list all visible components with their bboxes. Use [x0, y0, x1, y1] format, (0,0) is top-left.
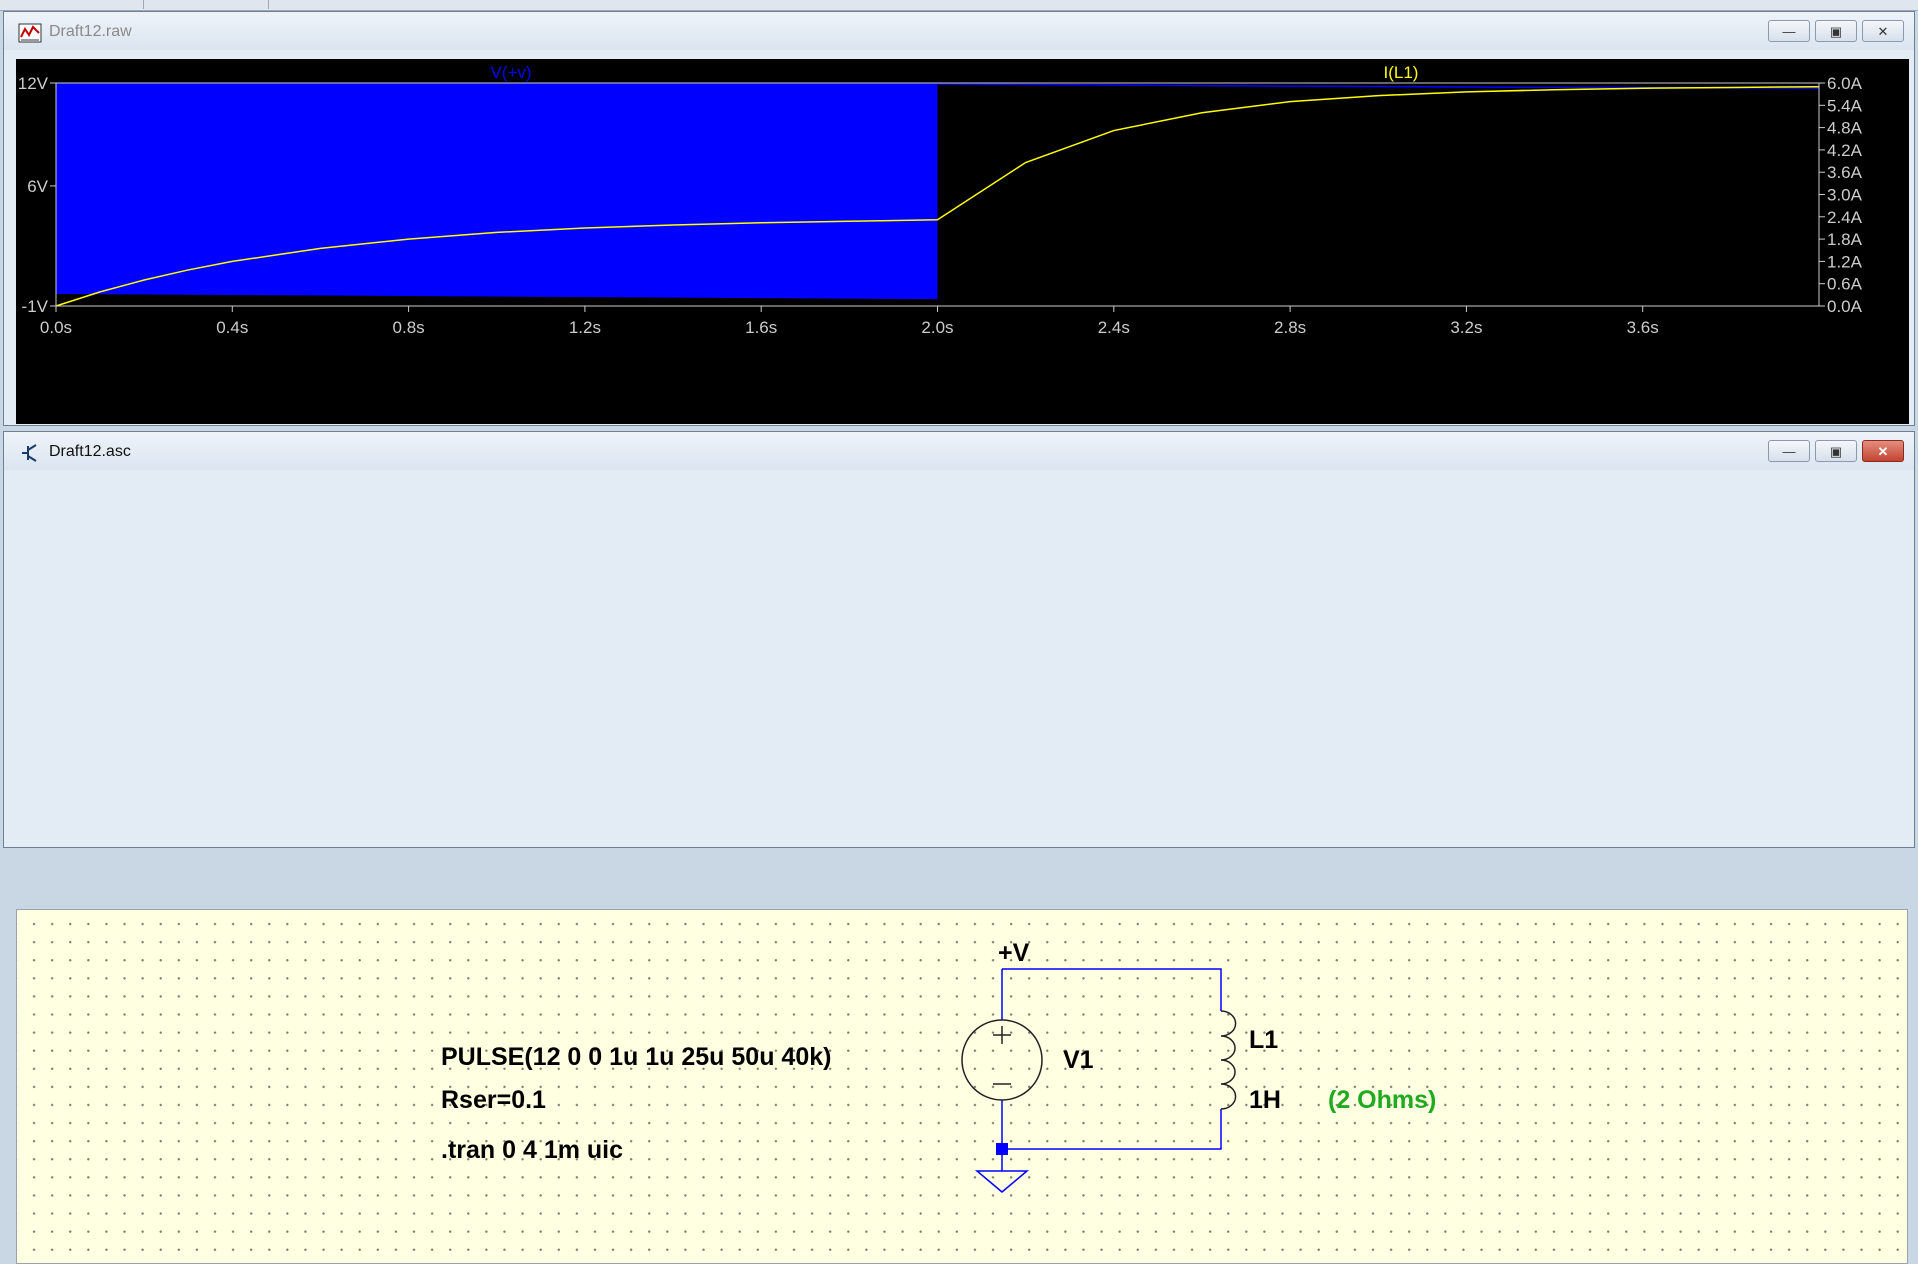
left-tick-label: 6V: [27, 177, 48, 196]
schematic-window-controls: — ▣ ✕: [1768, 440, 1904, 462]
right-tick-label: 4.2A: [1827, 141, 1863, 160]
right-tick-label: 5.4A: [1827, 96, 1863, 115]
ground-icon[interactable]: [974, 1170, 1030, 1193]
inductor-value-label[interactable]: 1H: [1249, 1086, 1281, 1114]
wires[interactable]: [1001, 968, 1222, 1171]
source-value-line1[interactable]: PULSE(12 0 0 1u 1u 25u 50u 40k): [441, 1043, 831, 1071]
right-tick-label: 6.0A: [1827, 74, 1863, 93]
schematic-app-icon: [22, 444, 37, 462]
top-strip-tab[interactable]: [143, 0, 269, 9]
top-strip: [0, 0, 1918, 11]
maximize-icon: ▣: [1829, 23, 1843, 39]
maximize-icon: ▣: [1829, 443, 1843, 459]
schematic-drawing[interactable]: +V V1 PULSE(12 0 0 1u 1u 25u 50u 40k) Rs…: [17, 910, 1907, 1263]
top-strip-tab[interactable]: [0, 0, 144, 9]
maximize-button[interactable]: ▣: [1815, 440, 1857, 462]
x-tick-label: 0.8s: [393, 318, 425, 337]
waveform-window-title: Draft12.raw: [49, 23, 132, 40]
legend-i-l1: I(L1): [1384, 63, 1419, 82]
left-tick-label: -1V: [22, 297, 49, 316]
series-v-plus-v-band: [56, 83, 938, 300]
x-tick-label: 0.0s: [40, 318, 72, 337]
waveform-titlebar[interactable]: Draft12.raw — ▣ ✕: [4, 12, 1914, 50]
schematic-window-title: Draft12.asc: [49, 443, 131, 460]
right-tick-label: 2.4A: [1827, 208, 1863, 227]
schematic-window: Draft12.asc — ▣ ✕: [3, 431, 1915, 1264]
waveform-plot[interactable]: 0.0s 0.4s 0.8s 1.2s 1.6s 2.0s 2.4s 2.8s 3.2s 3.6s…: [16, 59, 1909, 424]
x-tick-label: 3.6s: [1627, 318, 1659, 337]
close-icon: ✕: [1877, 23, 1889, 39]
ground-node[interactable]: [996, 1143, 1008, 1155]
legend-v-plus-v: V(+v): [490, 63, 531, 82]
net-label-plus-v[interactable]: +V: [998, 939, 1030, 967]
right-tick-label: 3.0A: [1827, 186, 1863, 205]
waveform-app-icon: [18, 23, 42, 43]
wire-top[interactable]: [1002, 968, 1222, 1011]
source-name-label[interactable]: V1: [1063, 1046, 1094, 1074]
x-tick-label: 1.2s: [569, 318, 601, 337]
maximize-button[interactable]: ▣: [1815, 20, 1857, 42]
schematic-titlebar[interactable]: Draft12.asc — ▣ ✕: [4, 432, 1914, 470]
wire-bottom[interactable]: [1002, 1109, 1222, 1150]
schematic-canvas[interactable]: +V V1 PULSE(12 0 0 1u 1u 25u 50u 40k) Rs…: [16, 909, 1908, 1264]
right-tick-label: 1.2A: [1827, 252, 1863, 271]
waveform-window: Draft12.raw — ▣ ✕ 0.0s 0.4s 0.8s 1.2s 1.6s 2.…: [3, 11, 1915, 426]
right-tick-label: 3.6A: [1827, 163, 1863, 182]
x-tick-label: 2.4s: [1098, 318, 1130, 337]
close-button[interactable]: ✕: [1862, 20, 1904, 42]
x-tick-label: 1.6s: [745, 318, 777, 337]
right-tick-label: 1.8A: [1827, 230, 1863, 249]
right-tick-label: 0.0A: [1827, 297, 1863, 316]
right-tick-label: 0.6A: [1827, 275, 1863, 294]
series-i-l1-line: [55, 85, 1820, 307]
inductor-name-label[interactable]: L1: [1249, 1026, 1278, 1054]
minimize-icon: —: [1782, 23, 1796, 39]
tran-directive[interactable]: .tran 0 4 1m uic: [441, 1136, 623, 1164]
x-tick-label: 3.2s: [1450, 318, 1482, 337]
voltage-source-v1[interactable]: [961, 1019, 1043, 1101]
close-button[interactable]: ✕: [1862, 440, 1904, 462]
minimize-icon: —: [1782, 443, 1796, 459]
right-tick-label: 4.8A: [1827, 119, 1863, 138]
minimize-button[interactable]: —: [1768, 440, 1810, 462]
left-tick-label: 12V: [18, 74, 49, 93]
inductor-l1[interactable]: [1220, 1010, 1237, 1110]
x-tick-label: 0.4s: [216, 318, 248, 337]
waveform-chart[interactable]: 0.0s 0.4s 0.8s 1.2s 1.6s 2.0s 2.4s 2.8s 3.2s 3.6s…: [16, 59, 1909, 424]
inductor-comment[interactable]: (2 Ohms): [1328, 1086, 1436, 1114]
source-value-line2[interactable]: Rser=0.1: [441, 1086, 546, 1114]
waveform-window-controls: — ▣ ✕: [1768, 20, 1904, 42]
close-icon: ✕: [1877, 443, 1889, 459]
x-tick-label: 2.8s: [1274, 318, 1306, 337]
x-tick-label: 2.0s: [921, 318, 953, 337]
minimize-button[interactable]: —: [1768, 20, 1810, 42]
